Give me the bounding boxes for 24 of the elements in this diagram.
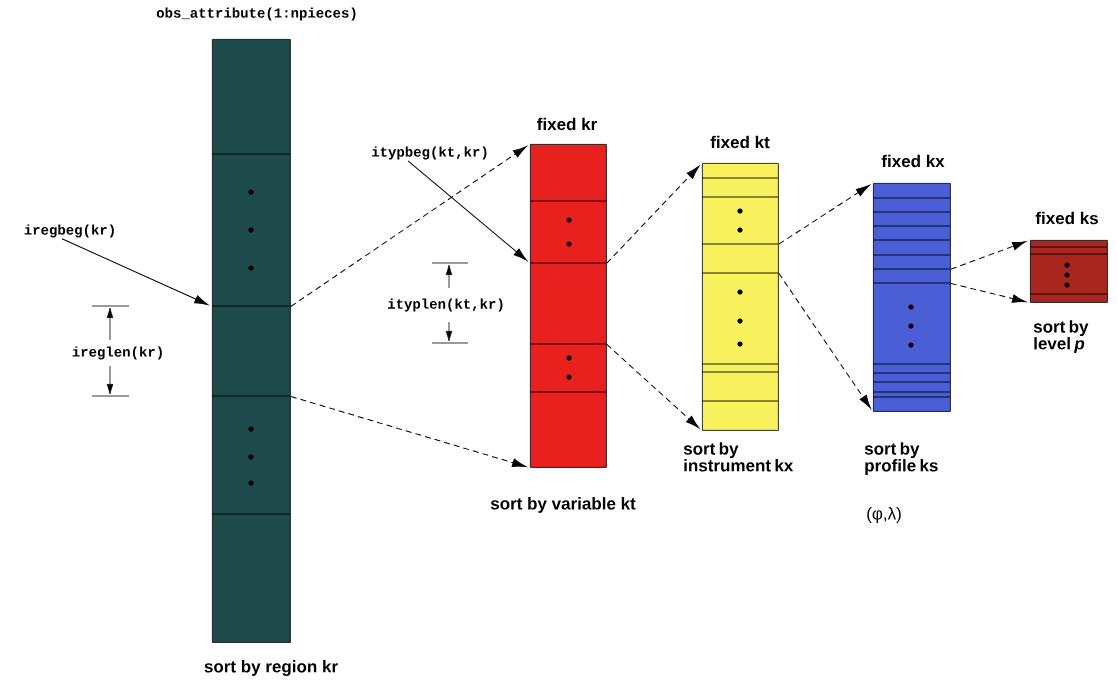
heading: fixed kt [710, 135, 770, 149]
node-label: sort by profile ks [864, 442, 938, 475]
dashed-arrow [950, 241, 1027, 270]
heading: fixed kx [881, 154, 945, 168]
dashed-arrow [290, 146, 527, 307]
pointer-arrow [407, 160, 527, 261]
dashed-arrow [606, 343, 699, 429]
dashed-arrow [290, 395, 526, 467]
node-label: sort by variable kt [490, 497, 636, 513]
node-label: sort by region kr [204, 660, 338, 676]
node-label: sort by level p [1033, 320, 1089, 353]
dashed-arrow [778, 185, 870, 245]
pointer-label: iregbeg(kr) [24, 224, 114, 238]
dimension-label: ityplen(kt,kr) [386, 297, 506, 313]
dashed-arrow [778, 272, 871, 409]
heading: obs_attribute(1:npieces) [156, 7, 356, 21]
pointer-arrow [61, 238, 209, 306]
heading: fixed kr [537, 117, 597, 131]
pointer-label: itypbeg(kt,kr) [372, 146, 487, 160]
dashed-arrow [606, 165, 700, 264]
node-label: sort by instrument kx [683, 442, 794, 472]
coordinates-note: (φ,λ) [867, 507, 901, 523]
dimension-label: ireglen(kr) [70, 345, 166, 361]
heading: fixed ks [1035, 211, 1098, 225]
